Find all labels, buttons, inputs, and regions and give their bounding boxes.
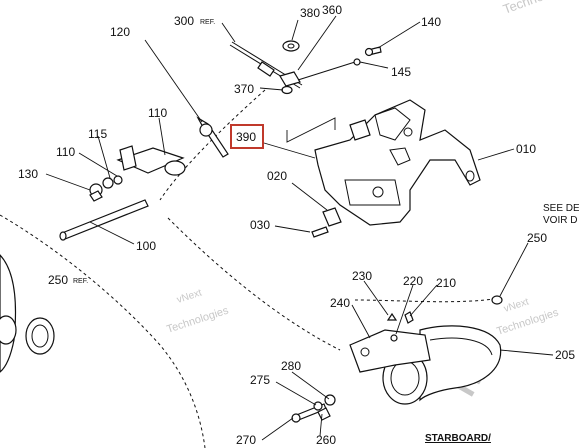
watermark: vNext [176, 287, 204, 305]
bushing-250 [25, 317, 55, 355]
washer-275 [313, 401, 323, 411]
cable-end [279, 71, 301, 87]
callout-370: 370 [234, 82, 254, 96]
bolt-120 [196, 116, 229, 158]
washer-hole [287, 43, 295, 49]
bracket-hole [372, 186, 384, 198]
note-starboard: STARBOARD/ [425, 433, 491, 444]
watermark: Technologies [165, 304, 230, 335]
shaft-100 [61, 199, 149, 240]
callout-140: 140 [421, 15, 441, 29]
callout-130: 130 [18, 167, 38, 181]
callout-210: 210 [436, 276, 456, 290]
watermark: Technolo [501, 0, 555, 17]
washer-110 [113, 175, 123, 185]
cable-link [297, 61, 356, 81]
lever-block [119, 145, 137, 171]
callout-100: 100 [136, 239, 156, 253]
callout-120: 120 [110, 25, 130, 39]
bushing-bore [31, 324, 49, 348]
leader-390-zigzag [286, 117, 336, 143]
ref-suffix-250: REF. [73, 278, 88, 285]
clip-020 [322, 207, 342, 227]
note-voir-detail: VOIR D [543, 215, 577, 226]
lever-hub [164, 160, 186, 176]
callout-380: 380 [300, 6, 320, 20]
callout-360: 360 [322, 3, 342, 17]
bracket-hole [403, 127, 413, 137]
callout-145: 145 [391, 65, 411, 79]
nut-110 [89, 190, 103, 202]
bracket-tab [349, 119, 371, 141]
outline-curve [0, 214, 206, 448]
callout-390: 390 [236, 130, 256, 144]
ref-suffix-300: REF. [200, 19, 215, 26]
highlight-box-390 [230, 124, 264, 149]
screw-head [291, 413, 301, 423]
callout-220: 220 [403, 274, 423, 288]
washer-250 [491, 295, 503, 305]
bracket-240 [349, 329, 431, 373]
housing-205 [419, 325, 502, 402]
callout-030: 030 [250, 218, 270, 232]
cable-path [354, 297, 501, 303]
callout-300: 300 [174, 14, 194, 28]
bracket-window [389, 147, 411, 166]
bracket-010 [314, 99, 481, 226]
callout-250-right: 250 [527, 231, 547, 245]
watermark: vNext [503, 296, 531, 314]
housing-205-edge [429, 337, 493, 356]
clip-370 [281, 85, 293, 95]
washer-220 [390, 334, 398, 342]
callout-260: 260 [316, 433, 336, 447]
callout-020: 020 [267, 169, 287, 183]
shaft-end [59, 231, 67, 241]
callout-250-left: 250 [48, 273, 68, 287]
callout-110-upper: 110 [148, 106, 167, 120]
callout-115: 115 [88, 127, 107, 141]
nut-260 [317, 407, 331, 421]
washer-280 [324, 394, 336, 406]
cable-sleeve [257, 61, 275, 77]
note-see-detail: SEE DE [543, 203, 579, 214]
leader-lines [45, 15, 554, 441]
bolt-030 [311, 226, 329, 238]
pin-230 [386, 312, 398, 321]
callout-010: 010 [516, 142, 536, 156]
bracket-window [374, 107, 411, 141]
callout-270: 270 [236, 433, 256, 447]
bolt-head-140 [364, 47, 374, 57]
washer-115 [102, 177, 114, 189]
callout-275: 275 [250, 373, 270, 387]
bolt-head-120 [199, 123, 213, 137]
cable-path [167, 217, 341, 351]
callout-240: 240 [330, 296, 350, 310]
bracket-hole [360, 347, 370, 357]
bracket-hole [465, 170, 475, 182]
callout-110-lower: 110 [56, 145, 75, 159]
washer-380 [282, 40, 300, 52]
bracket-plate [344, 179, 401, 206]
callout-280: 280 [281, 359, 301, 373]
cable-path [159, 89, 266, 201]
nut-145 [353, 58, 361, 66]
housing-boss [0, 315, 17, 345]
housing-left [0, 254, 17, 373]
callout-230: 230 [352, 269, 372, 283]
callout-205: 205 [555, 348, 575, 362]
leader-390 [263, 142, 316, 159]
